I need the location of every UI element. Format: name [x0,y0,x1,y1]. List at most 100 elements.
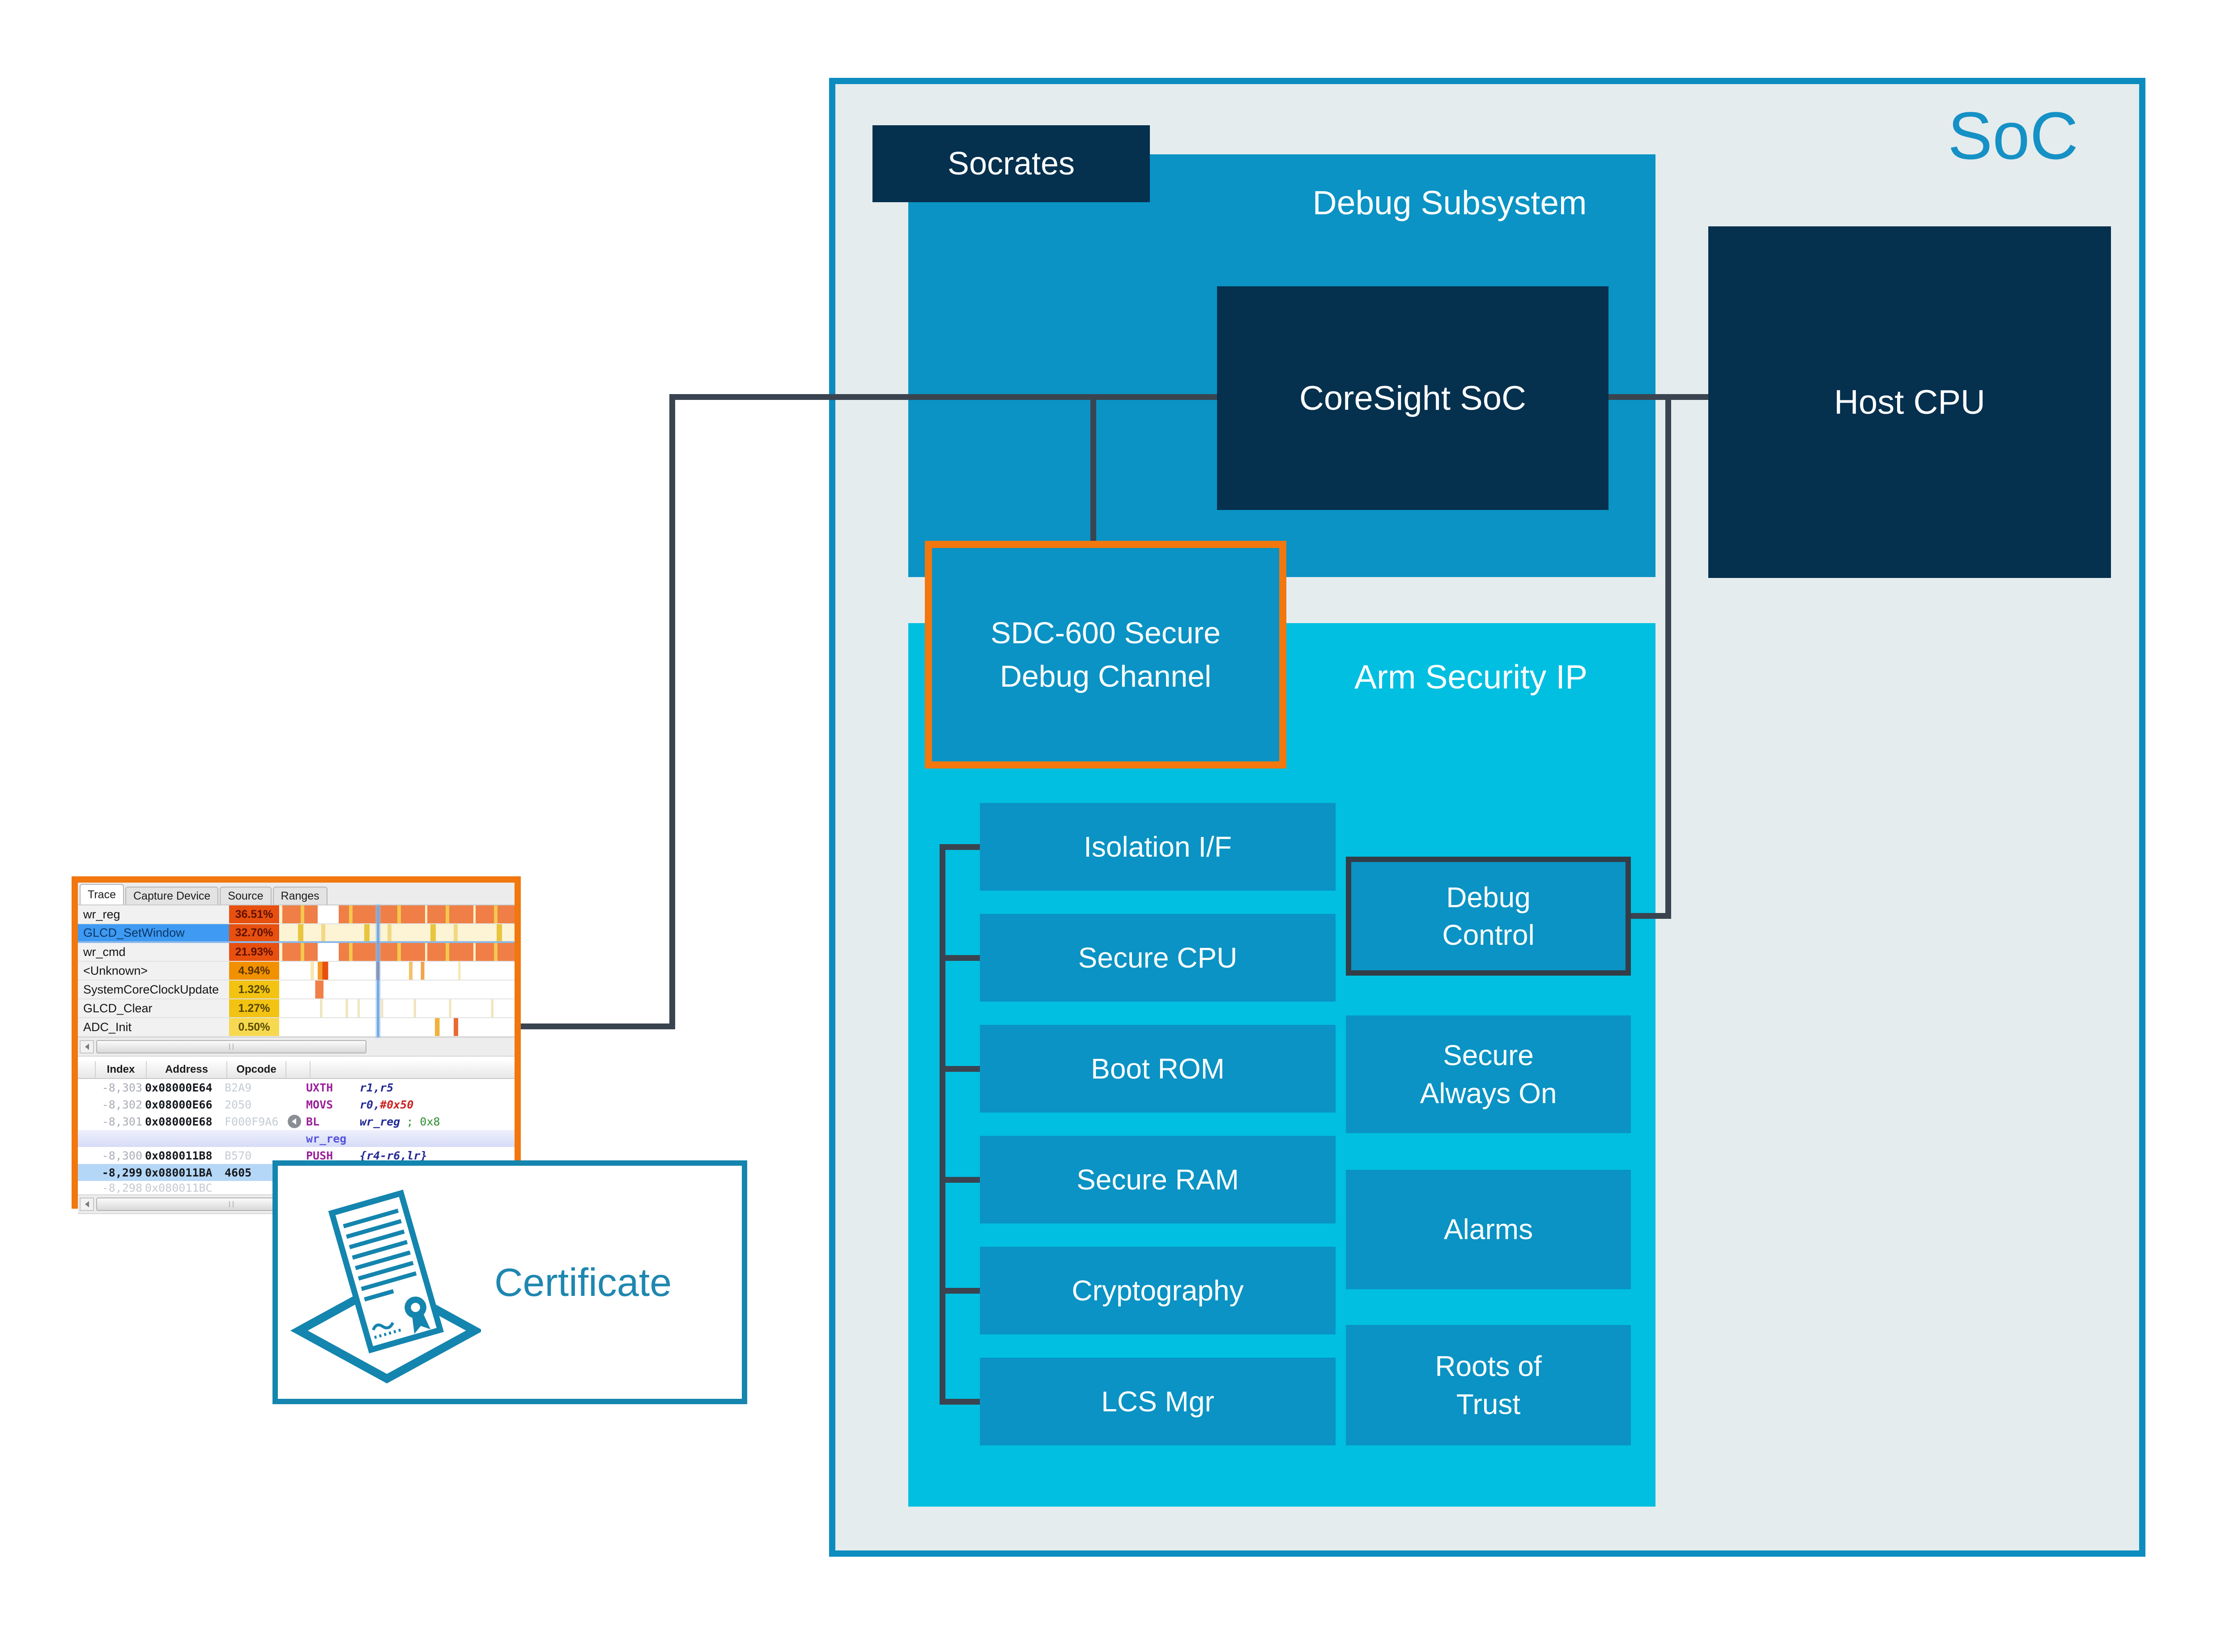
profile-row[interactable]: wr_cmd 21.93% [78,943,515,962]
percent-cell: 1.32% [229,981,279,998]
scroll-left-icon[interactable] [80,1198,94,1211]
scrollbar-thumb[interactable] [96,1040,367,1053]
disasm-row-partial[interactable]: -8,298 0x080011BC [78,1181,515,1194]
branch-arrow-icon [288,1115,301,1128]
function-name: wr_reg [83,907,120,921]
heatmap-strip [279,943,515,961]
cell-index: -8,300 [102,1149,142,1162]
alarms-line1: Alarms [1443,1213,1533,1246]
function-name: ADC_Init [83,1020,132,1034]
debug-control-line1: Debug [1446,881,1531,913]
cell-address: 0x080011BC [145,1181,213,1194]
profile-row[interactable]: ADC_Init 0.50% [78,1018,515,1037]
tab-source[interactable]: Source [220,887,272,905]
secure-always-on-line1: Secure [1443,1039,1534,1072]
mnemonic: UXTH [306,1081,333,1094]
cell-index: -8,301 [102,1115,142,1128]
disasm-gutter-header [78,1061,96,1078]
cell-opcode: 4605 [225,1166,252,1179]
heatmap-strip [279,999,515,1017]
block-alarms: Alarms [1346,1170,1631,1289]
soc-title: SoC [1948,98,2078,173]
connector-coresight-hostcpu [1608,394,1708,400]
certificate-icon [290,1189,481,1384]
arm-security-ip-label: Arm Security IP [1354,658,1587,696]
operands: wr_reg [360,1115,400,1128]
tab-ranges[interactable]: Ranges [272,887,328,905]
roots-of-trust-line2: Trust [1456,1388,1521,1420]
col-header-address[interactable]: Address [147,1061,227,1078]
profile-row-selected[interactable]: GLCD_SetWindow 32.70% [78,924,515,943]
bracket-stub-secure-ram [940,1177,980,1183]
profile-row[interactable]: wr_reg 36.51% [78,905,515,924]
cell-index: -8,302 [102,1098,142,1111]
block-secure-always-on: Secure Always On [1346,1015,1631,1133]
disasm-row[interactable]: -8,300 0x080011B8 B570 PUSH{r4-r6,lr} [78,1147,515,1164]
function-name: GLCD_Clear [83,1001,153,1015]
profile-row[interactable]: GLCD_Clear 1.27% [78,999,515,1018]
connector-to-sdc600 [1090,400,1096,541]
trace-tool-window: Trace Capture Device Source Ranges wr_re… [72,876,521,1214]
cell-opcode: 2050 [225,1098,252,1111]
cell-index: -8,299 [102,1166,142,1179]
profile-horizontal-scrollbar[interactable] [78,1037,515,1057]
heatmap-strip [279,1018,515,1036]
bracket-stub-isolation [940,844,980,850]
bracket-stub-lcs-mgr [940,1399,980,1405]
certificate-card: Certificate [272,1160,747,1404]
cell-address: 0x08000E68 [145,1115,213,1128]
col-header-marker [286,1061,311,1078]
scroll-left-icon[interactable] [80,1040,94,1053]
connector-left-vertical [669,394,675,1029]
security-blocks-bracket [940,844,945,1405]
cell-index: -8,303 [102,1081,142,1094]
mnemonic: MOVS [306,1098,333,1111]
operands: {r4-r6,lr} [360,1149,427,1162]
debug-subsystem-label: Debug Subsystem [1312,184,1587,221]
percent-cell: 32.70% [229,924,279,941]
percent-cell: 0.50% [229,1018,279,1036]
connector-to-debug-control [1631,913,1671,919]
block-lcs-mgr: LCS Mgr [980,1358,1336,1445]
col-header-instruction [311,1061,515,1078]
profile-row-area: wr_reg 36.51% GLCD_SetWindow 32.70% wr_c… [78,905,515,1037]
block-roots-of-trust: Roots of Trust [1346,1325,1631,1445]
roots-of-trust-line1: Roots of [1435,1350,1542,1383]
secure-always-on-line2: Always On [1420,1077,1557,1109]
disasm-function-label-row[interactable]: wr_reg [78,1130,515,1147]
disasm-row[interactable]: -8,301 0x08000E68 F000F9A6 BL wr_reg ; 0x8 [78,1113,515,1130]
connector-to-coresight [669,394,1217,400]
timeline-cursor[interactable] [377,905,379,1037]
function-name: <Unknown> [83,964,148,977]
immediate-operand: #0x50 [380,1098,414,1111]
block-isolation-if: Isolation I/F [980,803,1336,891]
certificate-label: Certificate [494,1260,672,1304]
col-header-opcode[interactable]: Opcode [227,1061,286,1078]
percent-cell: 4.94% [229,962,279,980]
col-header-index[interactable]: Index [96,1061,147,1078]
comment: ; 0x8 [406,1115,440,1128]
heatmap-strip [279,905,515,923]
cell-opcode: B2A9 [225,1081,252,1094]
cell-opcode: F000F9A6 [225,1115,279,1128]
function-name: GLCD_SetWindow [78,924,229,941]
percent-cell: 1.27% [229,999,279,1017]
profile-row[interactable]: <Unknown> 4.94% [78,962,515,981]
mnemonic: PUSH [306,1149,333,1162]
tab-trace[interactable]: Trace [80,884,124,905]
cell-address: 0x08000E64 [145,1081,213,1094]
trace-tab-bar: Trace Capture Device Source Ranges [78,883,515,905]
sdc600-label-line2: Debug Channel [1000,659,1212,693]
cell-address: 0x080011BA [145,1166,213,1179]
tab-capture-device[interactable]: Capture Device [125,887,219,905]
debug-control-line2: Control [1442,919,1535,951]
operands: r1,r5 [360,1081,394,1094]
disasm-row[interactable]: -8,303 0x08000E64 B2A9 UXTH r1,r5 [78,1079,515,1096]
profile-row[interactable]: SystemCoreClockUpdate 1.32% [78,981,515,999]
bracket-stub-cryptography [940,1288,980,1294]
block-cryptography: Cryptography [980,1247,1336,1334]
connector-trace-to-bus [521,1023,675,1029]
mnemonic: BL [306,1115,320,1128]
